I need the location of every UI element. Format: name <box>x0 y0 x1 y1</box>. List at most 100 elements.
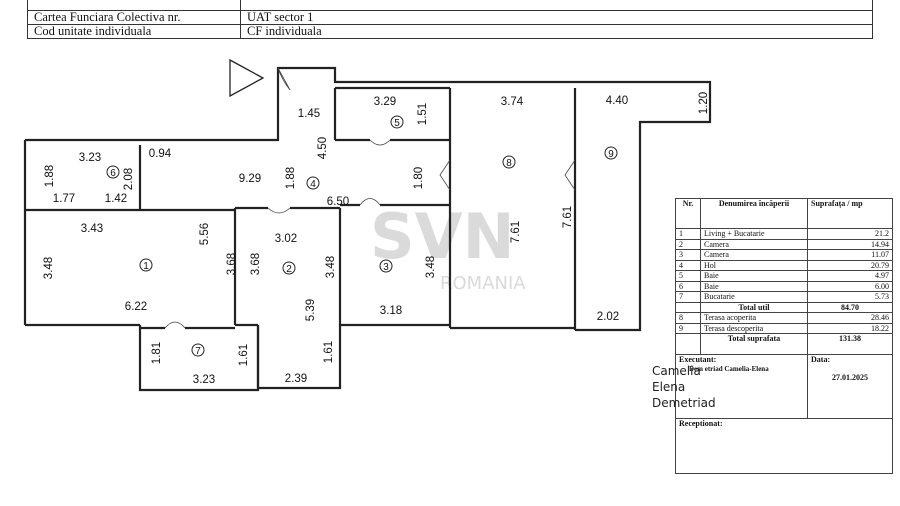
dimension-label: 3.29 <box>374 96 396 108</box>
room-number: 7 <box>195 346 201 357</box>
cell: 4.97 <box>807 270 893 282</box>
total-util-value: 84.70 <box>807 301 893 313</box>
dimension-label: 3.68 <box>226 253 238 275</box>
cell: 9 <box>675 322 701 334</box>
room-number: 1 <box>143 261 149 272</box>
cell: Camera <box>700 249 808 261</box>
cell: Baie <box>700 270 808 282</box>
cell: 18.22 <box>807 322 893 334</box>
total-label: Total suprafata <box>700 333 808 355</box>
dimension-label: 3.68 <box>250 253 262 275</box>
dimension-label: 7.61 <box>562 206 574 228</box>
dimension-label: 2.02 <box>597 311 619 323</box>
header-cell: CF individuala <box>240 24 873 39</box>
header-table: Cartea Funciara Colectiva nr.UAT sector … <box>27 0 873 39</box>
cell: 11.07 <box>807 249 893 261</box>
total-value: 131.38 <box>807 333 893 355</box>
dimension-label: 3.48 <box>43 257 55 279</box>
room-number: 9 <box>608 149 614 160</box>
cell: 14.94 <box>807 238 893 250</box>
dimension-label: 1.51 <box>417 103 429 125</box>
dimension-label: 3.23 <box>193 374 215 386</box>
col-header: Suprafața / mp <box>807 198 893 229</box>
executant-label: Executant: <box>679 355 717 364</box>
cell: Camera <box>700 238 808 250</box>
room-labels: 1 2 3 4 5 6 7 8 9 <box>106 115 618 357</box>
cell: Living + Bucatarie <box>700 228 808 240</box>
dimension-label: 7.61 <box>510 221 522 243</box>
room-number: 6 <box>110 168 116 179</box>
doors <box>164 67 576 329</box>
cell: 8 <box>675 312 701 324</box>
dimension-label: 4.40 <box>606 95 628 107</box>
dimension-label: 1.45 <box>298 108 320 120</box>
cell: 21.2 <box>807 228 893 240</box>
cell: 4 <box>675 259 701 271</box>
dimension-label: 5.39 <box>305 299 317 321</box>
room-number: 5 <box>394 118 400 129</box>
cell: 3 <box>675 249 701 261</box>
total-util-label: Total util <box>700 301 808 313</box>
walls <box>23 58 712 392</box>
dimension-label: 4.50 <box>317 137 329 159</box>
room-number: 3 <box>383 262 389 273</box>
dimension-label: 2.39 <box>285 373 307 385</box>
dimensions: 3.29 1.51 1.45 4.50 3.74 4.40 1.20 3.23 0.94 2.08… <box>43 92 710 386</box>
cell: 5.73 <box>807 291 893 303</box>
executant-name: Dem etriad Camelia-Elena <box>689 364 769 373</box>
watermark-sub: ROMANIA <box>440 273 526 294</box>
dimension-label: 9.29 <box>239 173 261 185</box>
date-cell: Data:27.01.2025 <box>807 354 893 419</box>
cell: 2 <box>675 238 701 250</box>
cell: Bucatarie <box>700 291 808 303</box>
cell: Terasa acoperita <box>700 312 808 324</box>
cell: 7 <box>675 291 701 303</box>
dimension-label: 1.61 <box>238 344 250 366</box>
dimension-label: 0.94 <box>149 148 172 160</box>
cell: 5 <box>675 270 701 282</box>
dimension-label: 3.48 <box>425 256 437 278</box>
dimension-label: 1.80 <box>413 167 425 189</box>
cell: 20.79 <box>807 259 893 271</box>
entrance-arrow-icon <box>229 58 265 98</box>
cell: 6.00 <box>807 280 893 292</box>
dimension-label: 3.18 <box>380 305 402 317</box>
cell: Hol <box>700 259 808 271</box>
dimension-label: 1.20 <box>698 92 710 114</box>
executant-cell: Executant:Dem etriad Camelia-Elena <box>675 354 808 419</box>
dimension-label: 3.43 <box>81 223 103 235</box>
dimension-label: 1.81 <box>151 342 163 364</box>
room-number: 2 <box>286 264 292 275</box>
room-number: 4 <box>310 179 316 190</box>
col-header: Nr. <box>675 198 701 229</box>
dimension-label: 2.08 <box>123 168 135 190</box>
date-value: 27.01.2025 <box>832 372 868 382</box>
cell: Terasa descoperita <box>700 322 808 334</box>
cell: Baie <box>700 280 808 292</box>
dimension-label: 6.50 <box>327 196 349 208</box>
room-number: 8 <box>506 158 512 169</box>
receptionat-label: Receptionat: <box>675 418 893 474</box>
dimension-label: 1.88 <box>44 165 56 187</box>
col-header: Denumirea încăperii <box>700 198 808 229</box>
date-label: Data: <box>811 355 831 364</box>
header-cell: Cartea Funciara Colectiva nr. <box>27 10 241 25</box>
dimension-label: 3.02 <box>275 233 297 245</box>
dimension-label: 1.42 <box>105 193 127 205</box>
dimension-label: 3.23 <box>79 152 101 164</box>
dimension-label: 3.48 <box>325 256 337 278</box>
dimension-label: 1.61 <box>323 341 335 363</box>
dimension-label: 5.56 <box>199 223 211 245</box>
dimension-label: 3.74 <box>501 96 524 108</box>
dimension-label: 1.77 <box>53 193 75 205</box>
dimension-label: 1.88 <box>285 167 297 189</box>
cell: 1 <box>675 228 701 240</box>
